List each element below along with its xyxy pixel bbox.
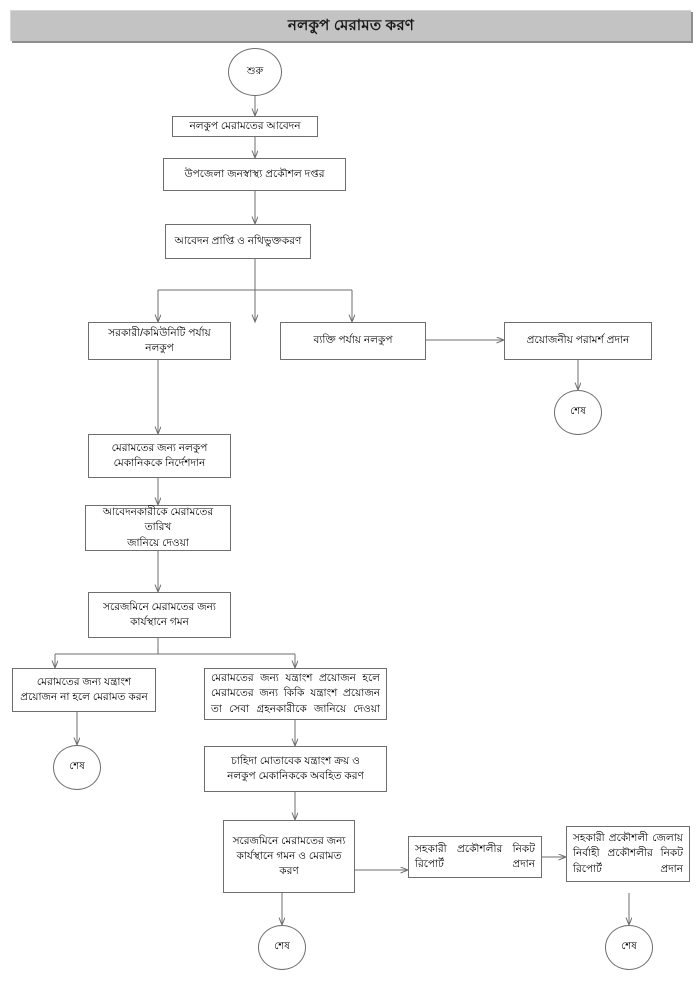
node-instruct-mechanic-line2: মেকানিককে নির্দেশদান (113, 457, 206, 469)
node-instruct-mechanic-line1: মেরামতের জন্য নলকুপ (111, 441, 208, 454)
node-repair-without-parts-line2: প্রয়োজন না হলে মেরামত করন (20, 691, 148, 703)
node-government-community-tubewell[interactable]: সরকারী/কমিউনিটি পর্যায় নলকুপ (88, 322, 231, 360)
node-repair-without-parts-line1: মেরামতের জন্য যন্ত্রাংশ (36, 675, 132, 688)
node-instruct-mechanic[interactable]: মেরামতের জন্য নলকুপ মেকানিককে নির্দেশদান (88, 434, 231, 478)
node-end-report-label: শেষ (621, 941, 637, 952)
node-application[interactable]: নলকুপ মেরামতের আবেদন (172, 116, 318, 137)
node-site-visit-and-repair[interactable]: সরেজমিনে মেরামতের জন্য কার্যস্থানে গমন ও… (223, 820, 355, 893)
node-report-to-executive-engineer-line1: সহকারী প্রকৌশলী জেলায় (573, 832, 683, 845)
node-visit-site-line2: কার্যস্থানে গমন (130, 616, 189, 628)
node-report-to-assistant-engineer[interactable]: সহকারী প্রকৌশলীর নিকট রিপোর্ট প্রদান (408, 836, 542, 878)
node-end-no-parts[interactable]: শেষ (53, 745, 101, 790)
node-end-advice-label: শেষ (570, 406, 586, 417)
node-end-report[interactable]: শেষ (605, 925, 653, 970)
node-parts-required-inform-line2: মেরামতের জন্য কিকি যন্ত্রাংশ প্রয়োজন (211, 687, 380, 700)
node-upazila-office-label: উপজেলা জনস্বাস্থ্য প্রকৌশল দপ্তর (184, 167, 325, 180)
node-report-to-executive-engineer-line2: নির্বাহী প্রকৌশলীর নিকট (573, 847, 683, 860)
node-visit-site[interactable]: সরেজমিনে মেরামতের জন্য কার্যস্থানে গমন (88, 592, 231, 638)
node-site-visit-and-repair-line2: কার্যস্থানে গমন ও মেরামত (236, 849, 342, 862)
node-parts-required-inform-line1: মেরামতের জন্য যন্ত্রাংশ প্রয়োজন হলে (211, 672, 380, 685)
node-site-visit-and-repair-line3: করণ (279, 865, 299, 878)
node-receive-register[interactable]: আবেদন প্রাপ্তি ও নথিভুক্তকরণ (165, 224, 311, 259)
node-application-label: নলকুপ মেরামতের আবেদন (189, 119, 301, 132)
node-report-to-assistant-engineer-line2: রিপোর্ট প্রদান (415, 858, 535, 870)
node-repair-without-parts[interactable]: মেরামতের জন্য যন্ত্রাংশ প্রয়োজন না হলে … (12, 668, 156, 712)
page-title: নলকুপ মেরামত করণ (287, 16, 415, 34)
node-personal-tubewell[interactable]: ব্যক্তি পর্যায় নলকুপ (280, 322, 426, 360)
node-personal-tubewell-label: ব্যক্তি পর্যায় নলকুপ (313, 334, 393, 347)
node-upazila-office[interactable]: উপজেলা জনস্বাস্থ্য প্রকৌশল দপ্তর (163, 158, 346, 191)
node-inform-applicant-date-line1: আবেদনকারীকে মেরামতের তারিখ (102, 506, 214, 534)
node-start[interactable]: শুরু (228, 48, 282, 96)
node-purchase-parts[interactable]: চাহিদা মোতাবেক যন্ত্রাংশ ক্রয় ও নলকুপ ম… (204, 746, 387, 792)
node-end-no-parts-label: শেষ (69, 761, 85, 772)
node-report-to-executive-engineer-line3: রিপোর্ট প্রদান (573, 862, 683, 875)
node-purchase-parts-line1: চাহিদা মোতাবেক যন্ত্রাংশ ক্রয় ও (231, 754, 360, 767)
node-receive-register-label: আবেদন প্রাপ্তি ও নথিভুক্তকরণ (174, 234, 302, 247)
node-site-visit-and-repair-line1: সরেজমিনে মেরামতের জন্য (232, 834, 346, 847)
node-inform-applicant-date[interactable]: আবেদনকারীকে মেরামতের তারিখ জানিয়ে দেওয়… (85, 505, 231, 551)
node-provide-advice-label: প্রয়োজনীয় পরামর্শ প্রদান (526, 334, 630, 347)
node-start-label: শুরু (246, 65, 264, 77)
node-end-repair[interactable]: শেষ (258, 925, 306, 970)
node-parts-required-inform-line3: তা সেবা গ্রহনকারীকে জানিয়ে দেওয়া (211, 702, 380, 715)
node-end-advice[interactable]: শেষ (554, 390, 602, 435)
node-report-to-assistant-engineer-line1: সহকারী প্রকৌশলীর নিকট (415, 842, 535, 855)
node-end-repair-label: শেষ (274, 941, 290, 952)
node-report-to-executive-engineer[interactable]: সহকারী প্রকৌশলী জেলায় নির্বাহী প্রকৌশলী… (566, 826, 690, 882)
page-title-bar: নলকুপ মেরামত করণ (10, 10, 691, 41)
node-parts-required-inform[interactable]: মেরামতের জন্য যন্ত্রাংশ প্রয়োজন হলে মের… (204, 668, 387, 720)
node-purchase-parts-line2: নলকুপ মেকানিককে অবহিত করণ (227, 770, 364, 782)
node-visit-site-line1: সরেজমিনে মেরামতের জন্য (103, 600, 216, 613)
node-government-community-tubewell-label: সরকারী/কমিউনিটি পর্যায় নলকুপ (108, 326, 211, 354)
node-provide-advice[interactable]: প্রয়োজনীয় পরামর্শ প্রদান (504, 322, 652, 360)
node-inform-applicant-date-line2: জানিয়ে দেওয়া (127, 536, 189, 549)
